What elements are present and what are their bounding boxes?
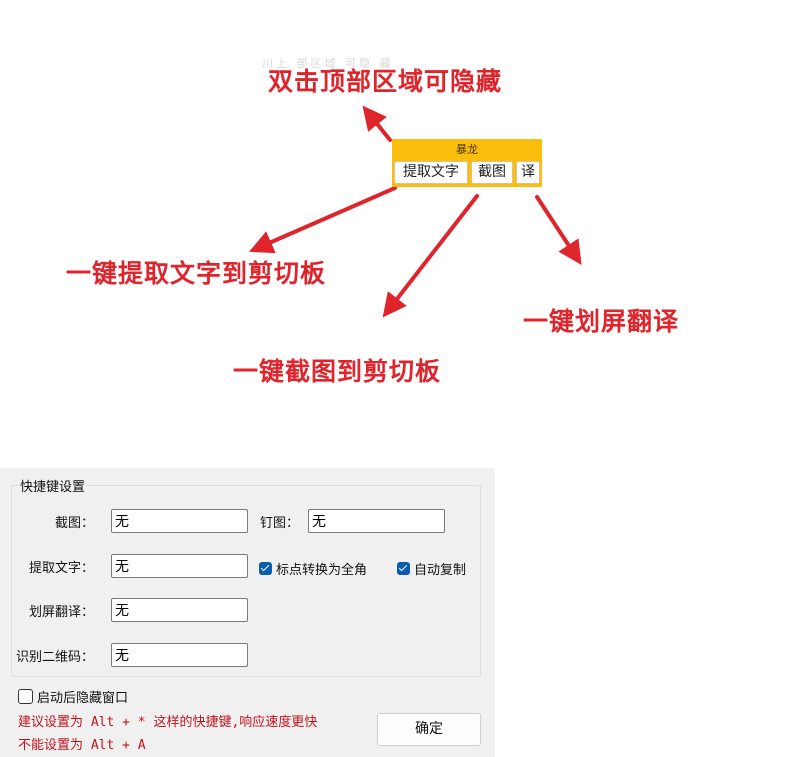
fullwidth-punct-checkbox[interactable]: 标点转换为全角: [259, 559, 367, 578]
toolbar-buttons: 提取文字 截图 译: [392, 161, 542, 184]
screenshot-hotkey-label: 截图：: [55, 516, 95, 531]
screen-translate-hotkey-label: 划屏翻译：: [29, 605, 95, 620]
fullwidth-punct-label: 标点转换为全角: [276, 563, 368, 578]
hint-forbidden: 不能设置为 Alt + A: [18, 738, 146, 753]
auto-copy-checkbox[interactable]: 自动复制: [397, 559, 466, 578]
extract-text-button[interactable]: 提取文字: [394, 161, 468, 184]
translate-button[interactable]: 译: [516, 161, 540, 184]
qrcode-hotkey-label: 识别二维码：: [16, 650, 95, 665]
floating-toolbar: 暴龙 提取文字 截图 译: [392, 139, 542, 187]
extract-text-hotkey-input[interactable]: [111, 554, 248, 578]
screen-translate-hotkey-input[interactable]: [111, 598, 248, 622]
faint-background-text: 川上 部区域 可隐 藏: [262, 57, 394, 70]
settings-dialog: 快捷键设置 截图： 钉图： 提取文字： 标点转换为全角 自动复制 划屏翻译： 识…: [0, 468, 495, 757]
annotation-screenshot-to-clipboard: 一键截图到剪切板: [233, 357, 442, 386]
toolbar-title-bar[interactable]: 暴龙: [456, 143, 478, 156]
checkbox-checked-icon[interactable]: [397, 562, 410, 575]
arrow-to-translate-label: [535, 195, 582, 266]
checkbox-checked-icon[interactable]: [259, 562, 272, 575]
arrow-to-top-area: [362, 105, 392, 142]
screenshot-button[interactable]: 截图: [471, 161, 513, 184]
arrow-to-shot-label: [382, 194, 479, 318]
annotation-screen-translate: 一键划屏翻译: [523, 307, 680, 336]
hotkey-groupbox: [11, 485, 481, 677]
screenshot-hotkey-input[interactable]: [111, 509, 248, 533]
pin-image-hotkey-label: 钉图：: [260, 516, 300, 531]
annotation-double-click-hide: 双击顶部区域可隐藏: [268, 67, 503, 96]
auto-copy-label: 自动复制: [414, 563, 467, 578]
hotkey-group-title: 快捷键设置: [18, 476, 88, 495]
extract-text-hotkey-label: 提取文字：: [29, 561, 95, 576]
pin-image-hotkey-input[interactable]: [308, 509, 445, 533]
hide-on-start-checkbox[interactable]: 启动后隐藏窗口: [18, 687, 128, 706]
ok-button[interactable]: 确定: [377, 713, 481, 746]
hide-on-start-label: 启动后隐藏窗口: [37, 691, 129, 706]
checkbox-unchecked-icon[interactable]: [18, 689, 33, 704]
arrow-to-ocr-label: [249, 186, 397, 254]
annotation-ocr-to-clipboard: 一键提取文字到剪切板: [66, 259, 327, 288]
hint-recommend: 建议设置为 Alt + * 这样的快捷键,响应速度更快: [18, 715, 318, 730]
qrcode-hotkey-input[interactable]: [111, 643, 248, 667]
